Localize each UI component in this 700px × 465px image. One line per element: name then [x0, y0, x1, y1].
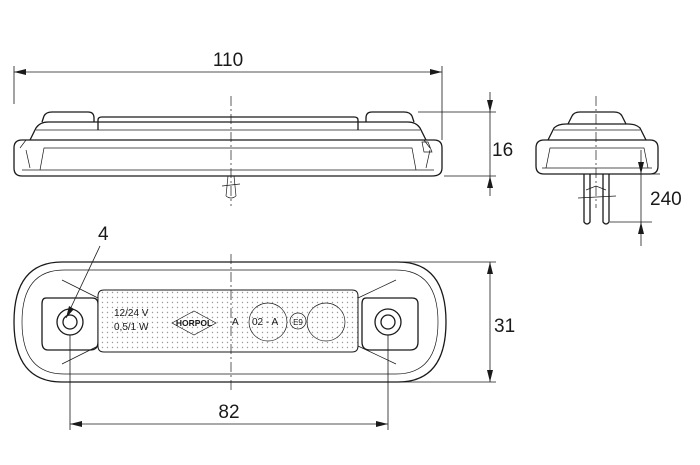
dim-length-label: 110: [213, 50, 243, 71]
dim-width-label: 31: [494, 316, 515, 337]
mark-a: A: [232, 317, 239, 328]
dim-hole: 4: [65, 224, 109, 319]
dim-cable-label: 240: [650, 189, 682, 210]
voltage-marking: 12/24 V: [114, 308, 149, 319]
dim-length: 110: [13, 50, 443, 140]
dim-hole-label: 4: [98, 224, 109, 245]
dim-cable: 240: [610, 150, 682, 246]
dim-height-label: 16: [492, 140, 513, 161]
top-view: 12/24 V 0,5/1 W HORPOL A 02 - A E9: [13, 254, 447, 392]
approval-marking: 02 - A: [252, 317, 278, 328]
e-mark: E9: [293, 318, 303, 327]
dim-spacing: 82: [69, 335, 389, 430]
side-view: [13, 96, 443, 206]
dim-width: 31: [400, 261, 515, 383]
lamp-markings: 12/24 V 0,5/1 W HORPOL A 02 - A E9: [114, 308, 307, 336]
end-view: [535, 96, 659, 225]
dim-spacing-label: 82: [218, 402, 239, 423]
dim-height: 16: [418, 92, 513, 196]
brand-logo: HORPOL: [176, 318, 212, 328]
power-marking: 0,5/1 W: [114, 322, 149, 333]
